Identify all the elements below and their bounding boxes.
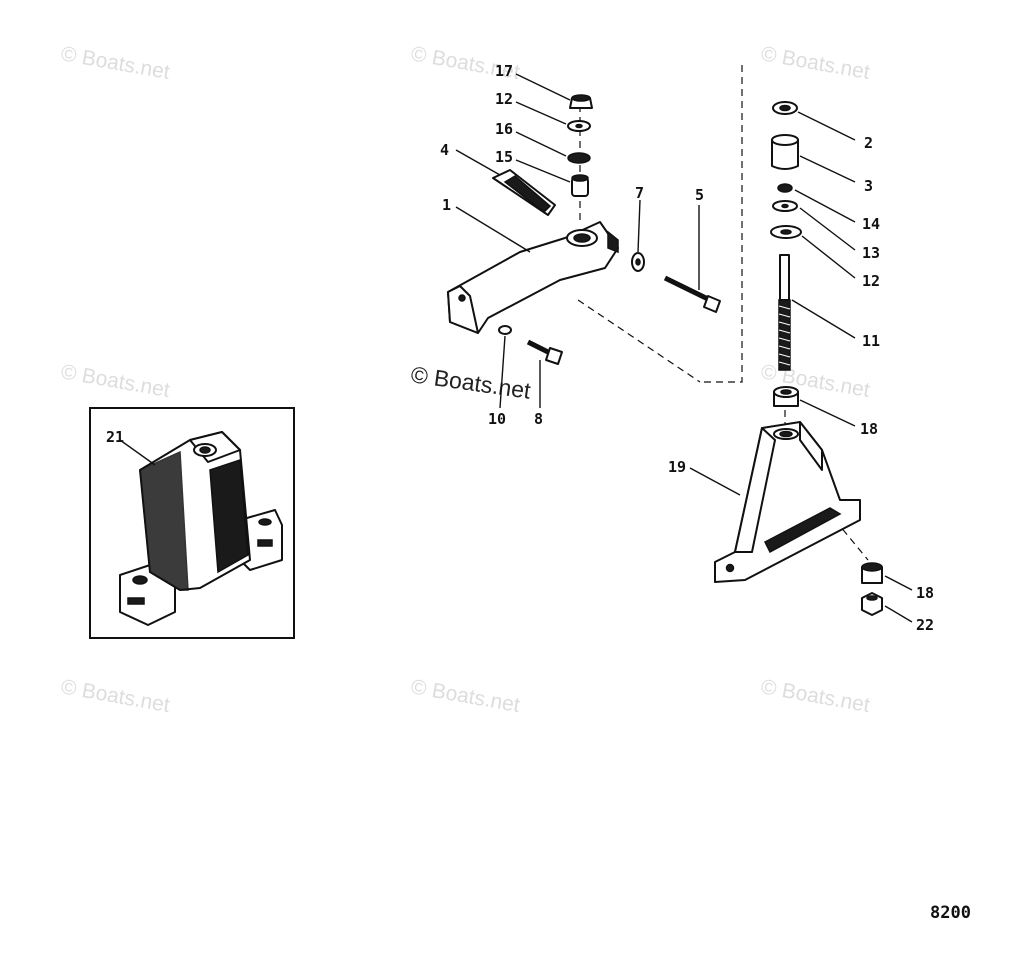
watermark-strong: © Boats.net [409, 361, 533, 404]
callout-11: 11 [862, 332, 880, 350]
callout-3: 3 [864, 177, 873, 195]
watermark: © Boats.net [59, 675, 172, 717]
callout-22: 22 [916, 616, 934, 634]
watermark: © Boats.net [59, 360, 172, 402]
callout-18-lower: 18 [916, 584, 934, 602]
watermark: © Boats.net [59, 42, 172, 84]
nut-22 [861, 592, 883, 616]
callout-10: 10 [488, 410, 506, 428]
callout-5: 5 [695, 186, 704, 204]
watermark: © Boats.net [759, 675, 872, 717]
diagram-number: 8200 [930, 903, 971, 923]
washer-dark [567, 152, 591, 164]
small-nut [777, 183, 793, 193]
short-bolt [526, 339, 563, 365]
mount-bracket-arm [447, 221, 619, 334]
callout-8: 8 [534, 410, 543, 428]
callout-4: 4 [440, 141, 449, 159]
callout-7: 7 [635, 184, 644, 202]
long-bolt [663, 275, 721, 313]
callout-1: 1 [442, 196, 451, 214]
callout-15: 15 [495, 148, 513, 166]
callout-21: 21 [106, 428, 124, 446]
callout-18-upper: 18 [860, 420, 878, 438]
watermark: © Boats.net [409, 675, 522, 717]
inset-panel [89, 407, 295, 639]
washer-12-hole [780, 229, 792, 235]
callout-2: 2 [864, 134, 873, 152]
small-washer [498, 325, 512, 335]
callout-12-right: 12 [862, 272, 880, 290]
threaded-stud [778, 254, 791, 371]
callout-13: 13 [862, 244, 880, 262]
watermark: © Boats.net [759, 42, 872, 84]
bracket-part [492, 169, 556, 216]
washer-hole [575, 123, 583, 129]
washer-13-hole [781, 203, 789, 209]
callout-19: 19 [668, 458, 686, 476]
callout-16: 16 [495, 120, 513, 138]
nut-top [569, 94, 593, 109]
motor-mount-pedestal [714, 421, 861, 583]
cushion-top [772, 101, 798, 115]
nut-18-upper [773, 386, 799, 407]
callout-14: 14 [862, 215, 880, 233]
leader-lines [119, 73, 913, 623]
side-washer-hole [635, 258, 641, 266]
spacer-sleeve [571, 174, 589, 197]
cushion-sleeve [771, 134, 799, 170]
callout-layer: 17 12 16 15 4 1 7 5 10 8 2 3 14 13 12 11… [106, 62, 934, 634]
callout-17: 17 [495, 62, 513, 80]
nut-18-lower [861, 562, 883, 584]
callout-12-top: 12 [495, 90, 513, 108]
